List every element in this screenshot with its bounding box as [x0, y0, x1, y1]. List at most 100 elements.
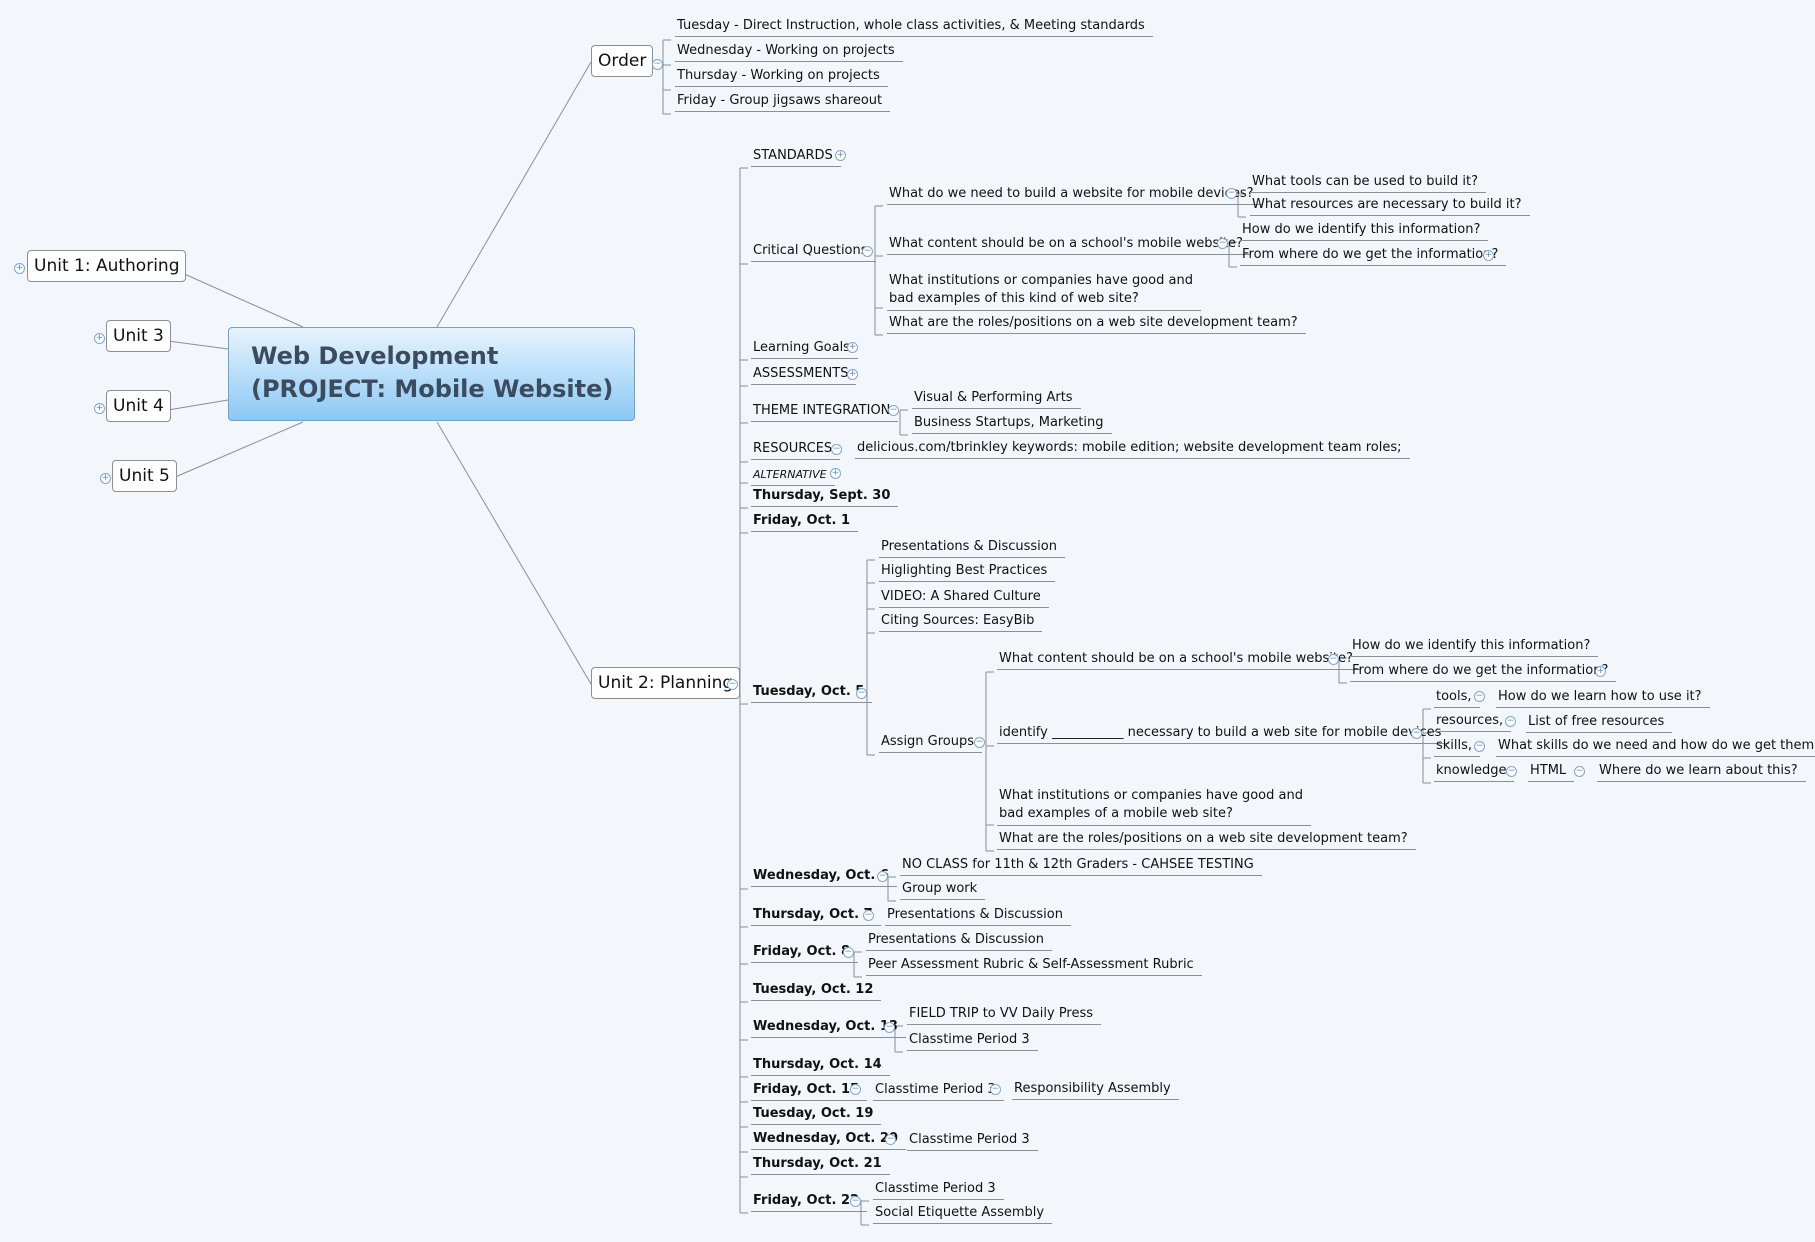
- day-oct1[interactable]: Friday, Oct. 1: [751, 513, 859, 532]
- day-sept30[interactable]: Thursday, Sept. 30: [751, 488, 899, 507]
- topic-unit2[interactable]: Unit 2: Planning: [591, 667, 741, 699]
- expand-icon[interactable]: +: [835, 150, 846, 161]
- collapse-icon[interactable]: −: [862, 246, 873, 257]
- assign-where-learn[interactable]: Where do we learn about this?: [1597, 763, 1806, 782]
- oct22-assembly[interactable]: Social Etiquette Assembly: [873, 1205, 1053, 1224]
- assign-identify[interactable]: identify ___________ necessary to build …: [997, 725, 1450, 744]
- cq-content[interactable]: What content should be on a school's mob…: [887, 236, 1251, 255]
- oct22-classtime[interactable]: Classtime Period 3: [873, 1181, 1004, 1200]
- oct7-presentations[interactable]: Presentations & Discussion: [885, 907, 1071, 926]
- oct8-rubric[interactable]: Peer Assessment Rubric & Self-Assessment…: [866, 957, 1202, 976]
- oct5-best-practices[interactable]: Higlighting Best Practices: [879, 563, 1056, 582]
- branch-standards[interactable]: STANDARDS: [751, 148, 841, 167]
- expand-icon[interactable]: +: [847, 369, 858, 380]
- topic-unit5[interactable]: Unit 5: [112, 460, 177, 492]
- collapse-icon[interactable]: −: [850, 1084, 861, 1095]
- assign-institutions[interactable]: What institutions or companies have good…: [997, 787, 1311, 826]
- topic-unit4[interactable]: Unit 4: [106, 390, 171, 422]
- assign-skills-sub[interactable]: What skills do we need and how do we get…: [1496, 738, 1815, 757]
- expand-icon[interactable]: +: [94, 403, 105, 414]
- oct5-video[interactable]: VIDEO: A Shared Culture: [879, 589, 1049, 608]
- expand-icon[interactable]: +: [1483, 250, 1494, 261]
- day-oct15[interactable]: Friday, Oct. 15: [751, 1082, 868, 1101]
- oct13-classtime[interactable]: Classtime Period 3: [907, 1032, 1038, 1051]
- assign-tools-sub[interactable]: How do we learn how to use it?: [1496, 689, 1710, 708]
- collapse-icon[interactable]: −: [885, 1134, 896, 1145]
- expand-icon[interactable]: +: [1595, 666, 1606, 677]
- expand-icon[interactable]: +: [14, 263, 25, 274]
- collapse-icon[interactable]: −: [1474, 691, 1485, 702]
- topic-unit3[interactable]: Unit 3: [106, 320, 171, 352]
- branch-assessments[interactable]: ASSESSMENTS: [751, 366, 857, 385]
- collapse-icon[interactable]: −: [990, 1084, 1001, 1095]
- order-item-friday[interactable]: Friday - Group jigsaws shareout: [675, 93, 891, 112]
- cq-institutions[interactable]: What institutions or companies have good…: [887, 272, 1201, 311]
- oct20-classtime[interactable]: Classtime Period 3: [907, 1132, 1038, 1151]
- assign-tools[interactable]: tools,: [1434, 689, 1480, 708]
- cq-resources[interactable]: What resources are necessary to build it…: [1250, 197, 1530, 216]
- order-item-wednesday[interactable]: Wednesday - Working on projects: [675, 43, 903, 62]
- oct6-group-work[interactable]: Group work: [900, 881, 986, 900]
- branch-critical-questions[interactable]: Critical Questions: [751, 243, 876, 262]
- collapse-icon[interactable]: −: [850, 1196, 861, 1207]
- branch-alternative[interactable]: ALTERNATIVE: [751, 467, 835, 486]
- topic-order[interactable]: Order: [591, 45, 654, 77]
- order-item-thursday[interactable]: Thursday - Working on projects: [675, 68, 888, 87]
- collapse-icon[interactable]: −: [727, 679, 738, 690]
- collapse-icon[interactable]: −: [1506, 766, 1517, 777]
- theme-arts[interactable]: Visual & Performing Arts: [912, 390, 1081, 409]
- cq-roles[interactable]: What are the roles/positions on a web si…: [887, 315, 1306, 334]
- expand-icon[interactable]: +: [100, 473, 111, 484]
- oct15-classtime[interactable]: Classtime Period 3: [873, 1082, 1004, 1101]
- day-oct6[interactable]: Wednesday, Oct. 6: [751, 868, 897, 887]
- day-oct21[interactable]: Thursday, Oct. 21: [751, 1156, 890, 1175]
- cq-identify-info[interactable]: How do we identify this information?: [1240, 222, 1489, 241]
- assign-resources-sub[interactable]: List of free resources: [1526, 714, 1673, 733]
- collapse-icon[interactable]: −: [856, 688, 867, 699]
- assign-resources[interactable]: resources,: [1434, 713, 1512, 732]
- day-oct8[interactable]: Friday, Oct. 8: [751, 944, 859, 963]
- collapse-icon[interactable]: −: [831, 444, 842, 455]
- assign-html[interactable]: HTML: [1528, 763, 1575, 782]
- expand-icon[interactable]: +: [94, 333, 105, 344]
- day-oct19[interactable]: Tuesday, Oct. 19: [751, 1106, 882, 1125]
- day-oct13[interactable]: Wednesday, Oct. 13: [751, 1019, 906, 1038]
- collapse-icon[interactable]: −: [1226, 188, 1237, 199]
- expand-icon[interactable]: +: [830, 468, 841, 479]
- assign-skills[interactable]: skills,: [1434, 738, 1481, 757]
- branch-resources[interactable]: RESOURCES: [751, 441, 841, 460]
- collapse-icon[interactable]: −: [843, 947, 854, 958]
- collapse-icon[interactable]: −: [877, 871, 888, 882]
- collapse-icon[interactable]: −: [1505, 716, 1516, 727]
- oct5-assign-groups[interactable]: Assign Groups: [879, 734, 983, 753]
- oct5-citing[interactable]: Citing Sources: EasyBib: [879, 613, 1043, 632]
- cq-mobile-build[interactable]: What do we need to build a website for m…: [887, 186, 1262, 205]
- collapse-icon[interactable]: −: [974, 737, 985, 748]
- oct8-presentations[interactable]: Presentations & Discussion: [866, 932, 1052, 951]
- topic-unit1[interactable]: Unit 1: Authoring: [27, 250, 187, 282]
- collapse-icon[interactable]: −: [1411, 728, 1422, 739]
- assign-content[interactable]: What content should be on a school's mob…: [997, 651, 1361, 670]
- day-oct5[interactable]: Tuesday, Oct. 5: [751, 684, 873, 703]
- cq-tools[interactable]: What tools can be used to build it?: [1250, 174, 1486, 193]
- collapse-icon[interactable]: −: [863, 910, 874, 921]
- day-oct7[interactable]: Thursday, Oct. 7: [751, 907, 881, 926]
- collapse-icon[interactable]: −: [888, 405, 899, 416]
- oct13-field-trip[interactable]: FIELD TRIP to VV Daily Press: [907, 1006, 1102, 1025]
- expand-icon[interactable]: +: [847, 342, 858, 353]
- assign-roles[interactable]: What are the roles/positions on a web si…: [997, 831, 1416, 850]
- oct6-no-class[interactable]: NO CLASS for 11th & 12th Graders - CAHSE…: [900, 857, 1262, 876]
- collapse-icon[interactable]: −: [1328, 654, 1339, 665]
- day-oct22[interactable]: Friday, Oct. 22: [751, 1193, 868, 1212]
- collapse-icon[interactable]: −: [1474, 741, 1485, 752]
- oct5-presentations[interactable]: Presentations & Discussion: [879, 539, 1065, 558]
- collapse-icon[interactable]: −: [1217, 238, 1228, 249]
- order-item-tuesday[interactable]: Tuesday - Direct Instruction, whole clas…: [675, 18, 1153, 37]
- branch-learning-goals[interactable]: Learning Goals: [751, 340, 858, 359]
- assign-identify-info[interactable]: How do we identify this information?: [1350, 638, 1599, 657]
- branch-theme-integration[interactable]: THEME INTEGRATION: [751, 403, 899, 422]
- assign-where-info[interactable]: From where do we get the information?: [1350, 663, 1617, 682]
- cq-where-info[interactable]: From where do we get the information?: [1240, 247, 1507, 266]
- central-topic[interactable]: Web Development (PROJECT: Mobile Website…: [228, 327, 635, 421]
- resources-delicious[interactable]: delicious.com/tbrinkley keywords: mobile…: [855, 440, 1410, 459]
